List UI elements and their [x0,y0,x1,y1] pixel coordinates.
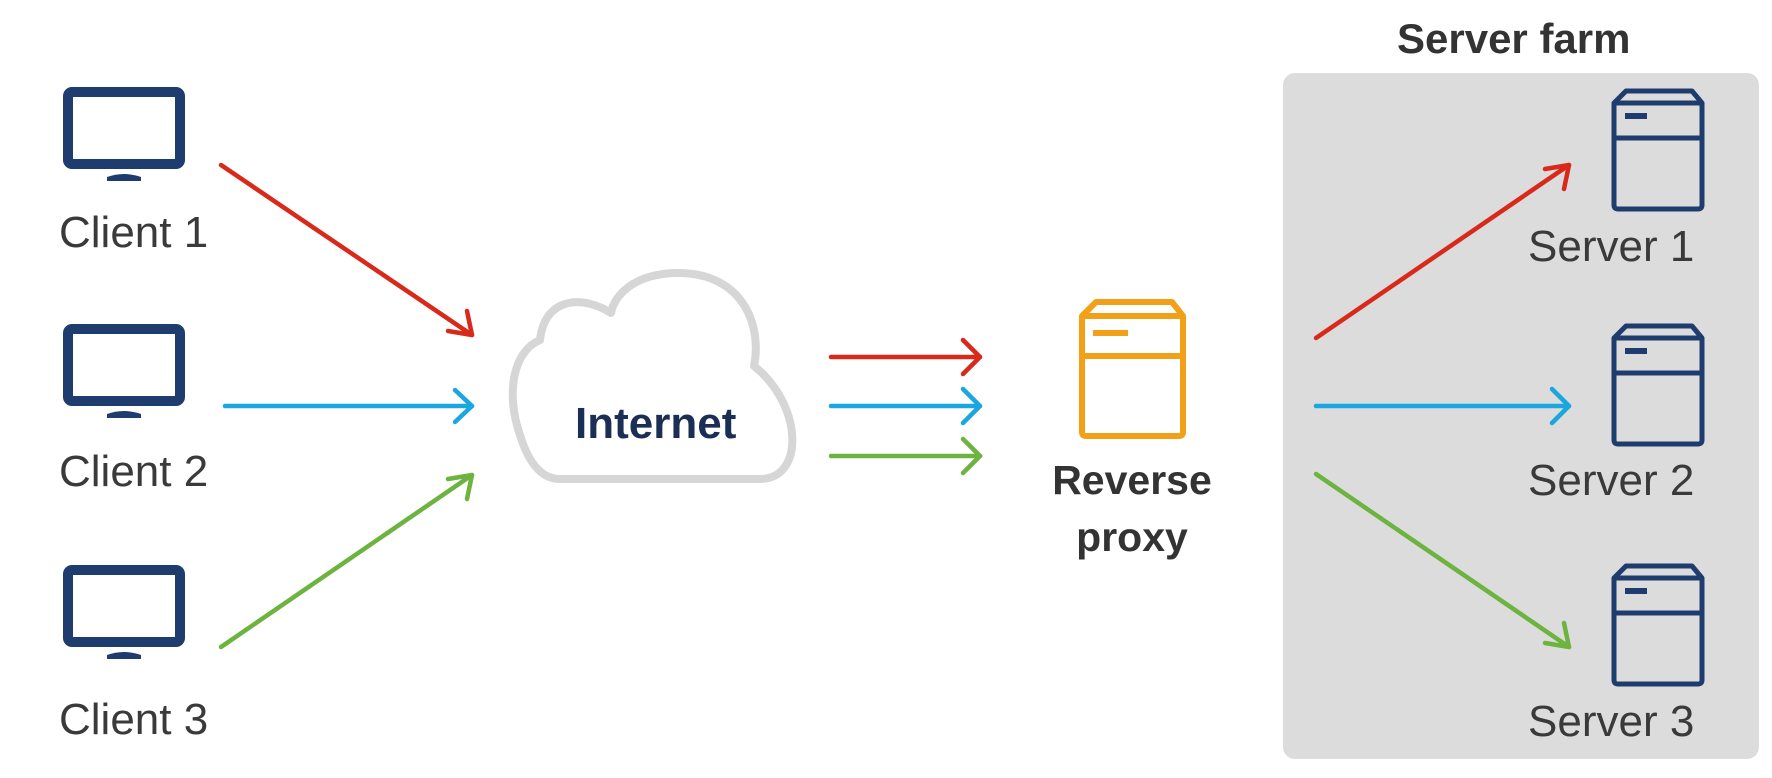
arrow-proxy-to-server2 [1313,386,1572,426]
client-3-monitor-icon [68,570,180,659]
server-farm-area [1283,73,1759,759]
server-3-label: Server 3 [1528,697,1695,746]
arrow-proxy-to-server3 [1313,471,1572,650]
client-1-label: Client 1 [59,208,209,257]
reverse-proxy-server-icon [1079,299,1186,439]
arrow-internet-to-proxy-red [828,337,983,377]
arrow-internet-to-proxy-green [828,436,983,476]
reverse-proxy-label: Reverse proxy [1032,452,1232,567]
client-2-label: Client 2 [59,447,209,496]
arrow-client2-to-internet [222,387,475,425]
internet-cloud-icon [508,268,797,483]
server-1-label: Server 1 [1528,222,1695,271]
arrow-client1-to-internet [218,162,475,338]
reverse-proxy-label-line2: proxy [1076,514,1188,561]
server-farm-title: Server farm [1397,15,1631,62]
internet-label: Internet [575,399,737,448]
client-1-monitor-icon [68,92,180,181]
arrow-internet-to-proxy-blue [828,386,983,426]
arrow-proxy-to-server1 [1313,162,1572,341]
reverse-proxy-label-line1: Reverse [1052,457,1212,503]
client-3-label: Client 3 [59,695,209,744]
arrow-client3-to-internet [218,472,475,650]
client-2-monitor-icon [68,329,180,418]
server-2-label: Server 2 [1528,456,1695,505]
